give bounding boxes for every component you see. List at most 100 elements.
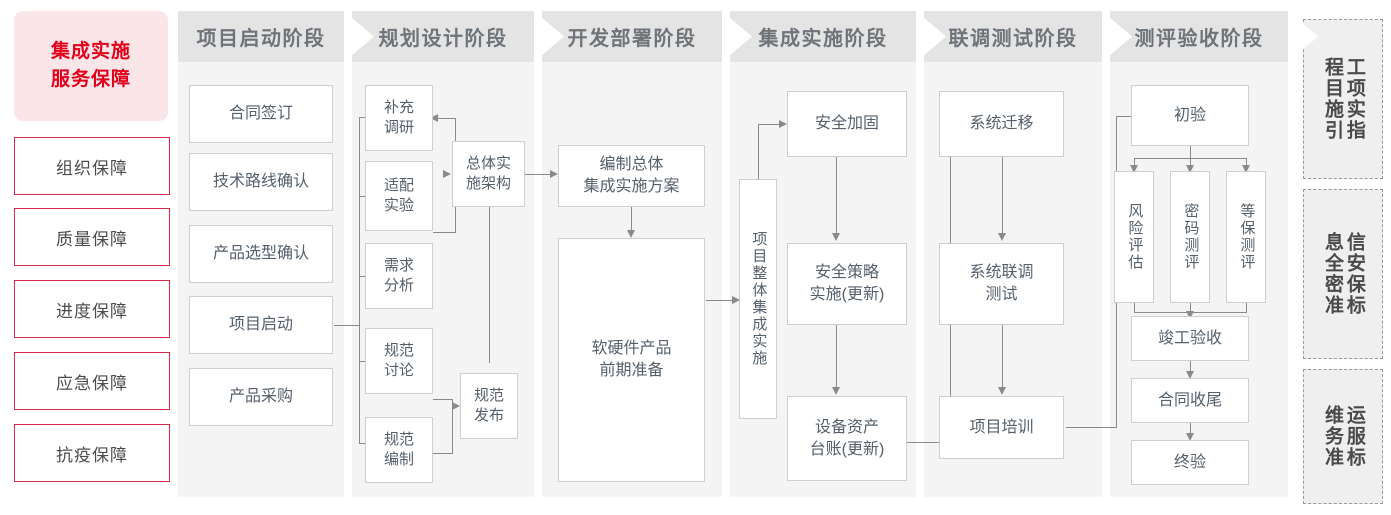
edge-arch-back-h — [437, 118, 456, 120]
edge-fan-mid-v — [1190, 158, 1192, 168]
standard-info-security-right: 息全密准 — [1322, 232, 1343, 316]
node-contract-sign[interactable]: 合同签订 — [189, 85, 333, 143]
edge-to-first-acceptance — [1116, 116, 1139, 118]
phase-title-joint-test: 联调测试阶段 — [924, 11, 1102, 62]
edge-merge-left-v — [1134, 303, 1136, 313]
node-security-policy[interactable]: 安全策略 实施(更新) — [787, 243, 907, 325]
node-adapt-test[interactable]: 适配 实验 — [365, 161, 433, 231]
edge-plan-to-prep — [631, 207, 633, 232]
node-first-acceptance[interactable]: 初验 — [1131, 85, 1249, 146]
node-system-joint-test-label: 系统联调 测试 — [969, 264, 1034, 303]
edge-start-trunk-v — [359, 118, 361, 444]
edge-spec-compile-out — [433, 453, 453, 455]
edge-start-trunk-h — [334, 325, 360, 327]
node-product-purchase[interactable]: 产品采购 — [189, 368, 333, 426]
arrowhead-hw-sw-prep — [627, 230, 635, 238]
node-compile-plan[interactable]: 编制总体 集成实施方案 — [558, 145, 705, 207]
node-tech-route[interactable]: 技术路线确认 — [189, 153, 333, 211]
edge-arch-to-plan — [525, 174, 551, 176]
phase-title-planning-design: 规划设计阶段 — [352, 11, 534, 62]
node-system-migrate[interactable]: 系统迁移 — [939, 91, 1064, 157]
node-crypto-evaluation[interactable]: 密码测评 — [1170, 171, 1210, 303]
node-project-training[interactable]: 项目培训 — [939, 396, 1064, 459]
node-supplement-survey-label: 补充 调研 — [383, 98, 414, 136]
phase-acceptance: 测评验收阶段 初验 风险评估 密码测评 等保测评 竣工验收 合同收尾 终验 — [1110, 11, 1318, 497]
node-completion-acceptance[interactable]: 竣工验收 — [1131, 316, 1249, 361]
node-overall-arch[interactable]: 总体实 施架构 — [452, 141, 525, 207]
node-spec-compile-label: 规范 编制 — [383, 430, 414, 468]
node-grade-evaluation[interactable]: 等保测评 — [1226, 171, 1266, 303]
arrowhead-spec-release — [452, 402, 460, 410]
standard-engineering-guide-left: 工项实指 — [1343, 57, 1365, 141]
standard-ops-service-right: 维务准 — [1322, 405, 1343, 468]
edge-harden-to-policy — [836, 157, 838, 235]
arrowhead-security-policy — [832, 233, 840, 241]
guarantee-title-line1: 集成实施 — [50, 41, 131, 63]
node-project-start[interactable]: 项目启动 — [189, 296, 333, 354]
guarantee-item-quality[interactable]: 质量保障 — [14, 208, 170, 266]
edge-integration-to-harden — [758, 124, 780, 126]
edge-acceptance-down — [1190, 146, 1192, 159]
edge-ledger-out — [907, 442, 951, 444]
guarantee-item-organization[interactable]: 组织保障 — [14, 137, 170, 195]
node-spec-release[interactable]: 规范 发布 — [460, 373, 518, 439]
arrowhead-contract-closing — [1186, 371, 1194, 379]
guarantee-item-epidemic[interactable]: 抗疫保障 — [14, 424, 170, 482]
phase-planning-design: 规划设计阶段 补充 调研 适配 实验 需求 分析 规范 讨论 规范 编制 总体实… — [352, 11, 564, 497]
arrowhead-compile-plan — [550, 170, 558, 178]
node-demand-analysis-label: 需求 分析 — [383, 256, 414, 294]
node-hw-sw-prep-label: 软硬件产品 前期准备 — [591, 340, 672, 379]
standard-engineering-guide-right: 程目施引 — [1322, 57, 1343, 141]
node-spec-release-label: 规范 发布 — [473, 386, 504, 424]
standard-engineering-guide[interactable]: 程目施引 工项实指 — [1303, 19, 1383, 179]
arrowhead-crypto-evaluation — [1186, 165, 1194, 173]
edge-joint-test-to-training — [1002, 325, 1004, 393]
edge-policy-to-ledger — [836, 325, 838, 393]
node-supplement-survey[interactable]: 补充 调研 — [365, 85, 433, 151]
node-security-harden[interactable]: 安全加固 — [787, 91, 907, 157]
node-contract-closing[interactable]: 合同收尾 — [1131, 378, 1249, 423]
node-spec-compile[interactable]: 规范 编制 — [365, 417, 433, 483]
standard-info-security[interactable]: 息全密准 信安保标 — [1303, 189, 1383, 359]
edge-integration-up — [758, 124, 760, 180]
arrowhead-final-acceptance — [1186, 433, 1194, 441]
node-final-acceptance[interactable]: 终验 — [1131, 440, 1249, 485]
node-asset-ledger-label: 设备资产 台账(更新) — [809, 418, 885, 458]
node-overall-arch-label: 总体实 施架构 — [465, 154, 511, 192]
edge-prep-to-integration — [706, 300, 734, 302]
phase-title-dev-deploy: 开发部署阶段 — [542, 11, 722, 62]
edge-closing-to-final — [1190, 423, 1192, 434]
arrowhead-asset-ledger — [832, 387, 840, 395]
node-system-joint-test[interactable]: 系统联调 测试 — [939, 243, 1064, 325]
node-overall-integration[interactable]: 项目整体集成实施 — [739, 179, 777, 419]
node-asset-ledger[interactable]: 设备资产 台账(更新) — [787, 396, 907, 481]
phase-joint-test: 联调测试阶段 系统迁移 系统联调 测试 项目培训 — [924, 11, 1132, 497]
edge-spec-discuss-out — [433, 399, 453, 401]
edge-adapt-out — [433, 232, 456, 234]
arrowhead-supplement-back — [430, 114, 438, 122]
node-product-select[interactable]: 产品选型确认 — [189, 225, 333, 283]
arrowhead-completion-acceptance — [1186, 311, 1194, 319]
node-spec-discuss-label: 规范 讨论 — [383, 341, 414, 379]
guarantee-item-schedule[interactable]: 进度保障 — [14, 280, 170, 338]
arrowhead-security-harden — [779, 120, 787, 128]
arrowhead-overall-integration — [732, 296, 740, 304]
phase-project-start: 项目启动阶段 合同签订 技术路线确认 产品选型确认 项目启动 产品采购 — [178, 11, 374, 497]
node-hw-sw-prep[interactable]: 软硬件产品 前期准备 — [558, 238, 705, 482]
arrowhead-overall-arch — [443, 170, 451, 178]
edge-merge-mid-v — [1190, 303, 1192, 312]
phase-title-project-start: 项目启动阶段 — [178, 11, 344, 62]
phase-integration: 集成实施阶段 项目整体集成实施 安全加固 安全策略 实施(更新) 设备资产 台账… — [730, 11, 946, 497]
edge-spec-release-up — [489, 205, 491, 363]
arrowhead-grade-evaluation — [1242, 165, 1250, 173]
guarantee-item-emergency[interactable]: 应急保障 — [14, 352, 170, 410]
node-demand-analysis[interactable]: 需求 分析 — [365, 243, 433, 309]
node-spec-discuss[interactable]: 规范 讨论 — [365, 328, 433, 394]
node-adapt-test-label: 适配 实验 — [383, 176, 414, 214]
phase-dev-deploy: 开发部署阶段 编制总体 集成实施方案 软硬件产品 前期准备 — [542, 11, 752, 497]
guarantee-title-box: 集成实施 服务保障 — [14, 11, 168, 121]
phase-title-acceptance: 测评验收阶段 — [1110, 11, 1288, 62]
node-risk-assessment[interactable]: 风险评估 — [1114, 171, 1154, 303]
standard-ops-service[interactable]: 维务准 运服标 — [1303, 369, 1383, 504]
